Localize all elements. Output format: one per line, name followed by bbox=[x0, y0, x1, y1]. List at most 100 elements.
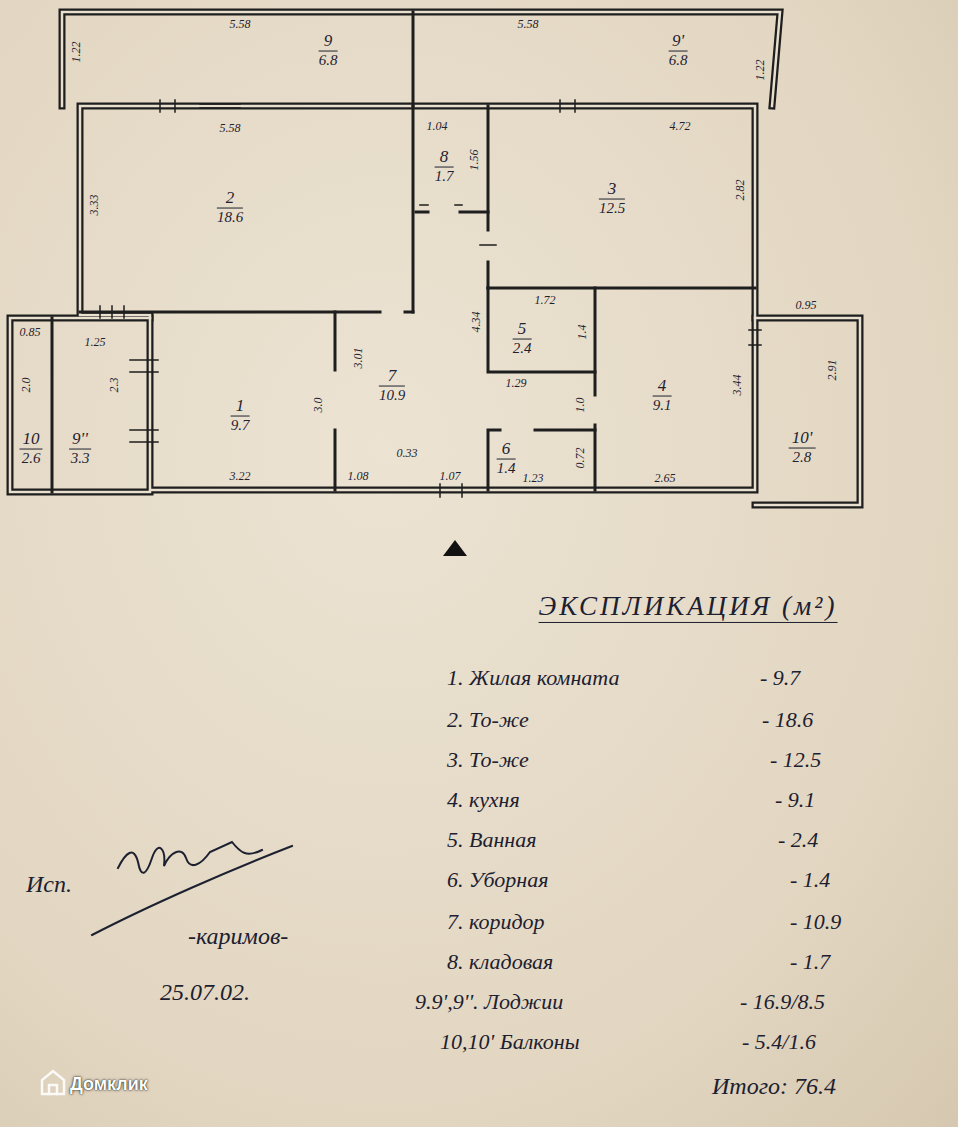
dimension-label: 1.08 bbox=[348, 470, 369, 482]
room-number: 6 bbox=[497, 440, 516, 460]
room-area-value: 1.4 bbox=[497, 459, 516, 476]
dimension-label: 3.44 bbox=[731, 375, 743, 396]
dimension-label: 1.23 bbox=[523, 472, 544, 484]
explication-entry: 7. коридор bbox=[447, 910, 545, 934]
dimension-label: 1.07 bbox=[440, 470, 461, 482]
dimension-label: 1.04 bbox=[427, 120, 448, 132]
explication-entry: - 12.5 bbox=[770, 748, 821, 772]
room-number: 2 bbox=[217, 189, 243, 209]
dimension-label: 2.3 bbox=[108, 378, 120, 393]
room-number: 10 bbox=[20, 430, 43, 450]
room-area: 710.9 bbox=[339, 316, 485, 486]
dimension-label: 1.22 bbox=[754, 60, 766, 81]
room-area: 9'6.8 bbox=[417, 16, 767, 102]
room-area-value: 18.6 bbox=[217, 208, 243, 225]
room-area: 19.7 bbox=[153, 316, 332, 486]
explication-entry: - 2.4 bbox=[778, 828, 818, 852]
dimension-label: 2.0 bbox=[20, 378, 32, 393]
room-label: 61.4 bbox=[497, 440, 516, 477]
room-area-value: 10.9 bbox=[379, 386, 405, 403]
dimension-label: 1.72 bbox=[535, 294, 556, 306]
dimension-label: 1.0 bbox=[574, 398, 586, 413]
dimension-label: 1.25 bbox=[85, 336, 106, 348]
dimension-label: 4.72 bbox=[670, 120, 691, 132]
explication-entry: - 18.6 bbox=[762, 708, 813, 732]
room-number: 7 bbox=[379, 367, 405, 387]
room-label: 9'6.8 bbox=[669, 32, 688, 69]
room-label: 312.5 bbox=[599, 180, 625, 217]
room-number: 3 bbox=[599, 180, 625, 200]
explication-entry: 5. Ванная bbox=[447, 828, 537, 852]
room-number: 9 bbox=[319, 32, 338, 52]
explication-title: ЭКСПЛИКАЦИЯ (м²) bbox=[539, 591, 838, 623]
room-area-value: 3.3 bbox=[69, 449, 91, 466]
explication-entry: 8. кладовая bbox=[447, 950, 553, 974]
room-area-value: 9.1 bbox=[653, 396, 672, 413]
room-area-value: 2.6 bbox=[20, 449, 43, 466]
dimension-label: 2.65 bbox=[655, 472, 676, 484]
explication-entry: - 10.9 bbox=[790, 910, 841, 934]
handwritten-note: Итого: 76.4 bbox=[712, 1073, 836, 1099]
explication-entry: 3. То-же bbox=[447, 748, 529, 772]
explication-entry: - 1.7 bbox=[790, 950, 830, 974]
dimension-label: 3.33 bbox=[88, 195, 100, 216]
room-area: 49.1 bbox=[599, 292, 752, 486]
explication-entry: 1. Жилая комната bbox=[447, 666, 619, 690]
room-area-value: 12.5 bbox=[599, 199, 625, 216]
room-label: 10'2.8 bbox=[789, 429, 816, 466]
explication-entry: 9.9',9''. Лоджии bbox=[415, 990, 563, 1014]
room-label: 102.6 bbox=[20, 430, 43, 467]
handwritten-note: -каримов- bbox=[188, 923, 288, 949]
room-label: 96.8 bbox=[319, 32, 338, 69]
explication-entry: 10,10' Балконы bbox=[440, 1030, 580, 1054]
room-area-value: 9.7 bbox=[231, 416, 250, 433]
room-area: 312.5 bbox=[492, 110, 752, 285]
room-number: 9' bbox=[669, 32, 688, 52]
room-label: 9''3.3 bbox=[69, 430, 91, 467]
explication-entry: - 1.4 bbox=[790, 868, 830, 892]
room-area: 10'2.8 bbox=[759, 322, 857, 502]
explication-entry: 6. Уборная bbox=[447, 868, 548, 892]
room-label: 710.9 bbox=[379, 367, 405, 404]
room-number: 5 bbox=[513, 320, 532, 340]
room-area: 218.6 bbox=[84, 110, 410, 309]
room-number: 4 bbox=[653, 377, 672, 397]
dimension-label: 0.33 bbox=[397, 447, 418, 459]
dimension-label: 1.56 bbox=[468, 150, 480, 171]
explication-entry: 2. То-же bbox=[447, 708, 529, 732]
explication-entry: - 16.9/8.5 bbox=[740, 990, 825, 1014]
dimension-label: 3.01 bbox=[352, 348, 364, 369]
dimension-label: 2.91 bbox=[826, 360, 838, 381]
room-label: 218.6 bbox=[217, 189, 243, 226]
room-area-value: 1.7 bbox=[435, 167, 454, 184]
watermark: Домклик bbox=[70, 1074, 148, 1095]
room-number: 10' bbox=[789, 429, 816, 449]
handwritten-note: 25.07.02. bbox=[160, 979, 250, 1005]
dimension-label: 0.72 bbox=[574, 448, 586, 469]
explication-entry: - 5.4/1.6 bbox=[742, 1030, 816, 1054]
dimension-label: 1.4 bbox=[576, 325, 588, 340]
room-area-value: 2.4 bbox=[513, 339, 532, 356]
room-area: 102.6 bbox=[14, 322, 50, 488]
room-area-value: 6.8 bbox=[669, 51, 688, 68]
dimension-label: 1.22 bbox=[70, 42, 82, 63]
room-area-value: 6.8 bbox=[319, 51, 338, 68]
handwritten-note: Исп. bbox=[26, 871, 72, 897]
dimension-label: 4.34 bbox=[470, 312, 482, 333]
dimension-label: 0.85 bbox=[20, 326, 41, 338]
explication-entry: 4. кухня bbox=[447, 788, 520, 812]
room-number: 1 bbox=[231, 397, 250, 417]
explication-entry: - 9.1 bbox=[775, 788, 815, 812]
room-label: 49.1 bbox=[653, 377, 672, 414]
dimension-label: 5.58 bbox=[230, 18, 251, 30]
dimension-label: 5.58 bbox=[518, 18, 539, 30]
room-number: 8 bbox=[435, 148, 454, 168]
room-label: 81.7 bbox=[435, 148, 454, 185]
dimension-label: 2.82 bbox=[734, 180, 746, 201]
room-label: 19.7 bbox=[231, 397, 250, 434]
dimension-label: 5.58 bbox=[220, 122, 241, 134]
dimension-label: 3.22 bbox=[230, 470, 251, 482]
dimension-label: 0.95 bbox=[796, 299, 817, 311]
room-label: 52.4 bbox=[513, 320, 532, 357]
